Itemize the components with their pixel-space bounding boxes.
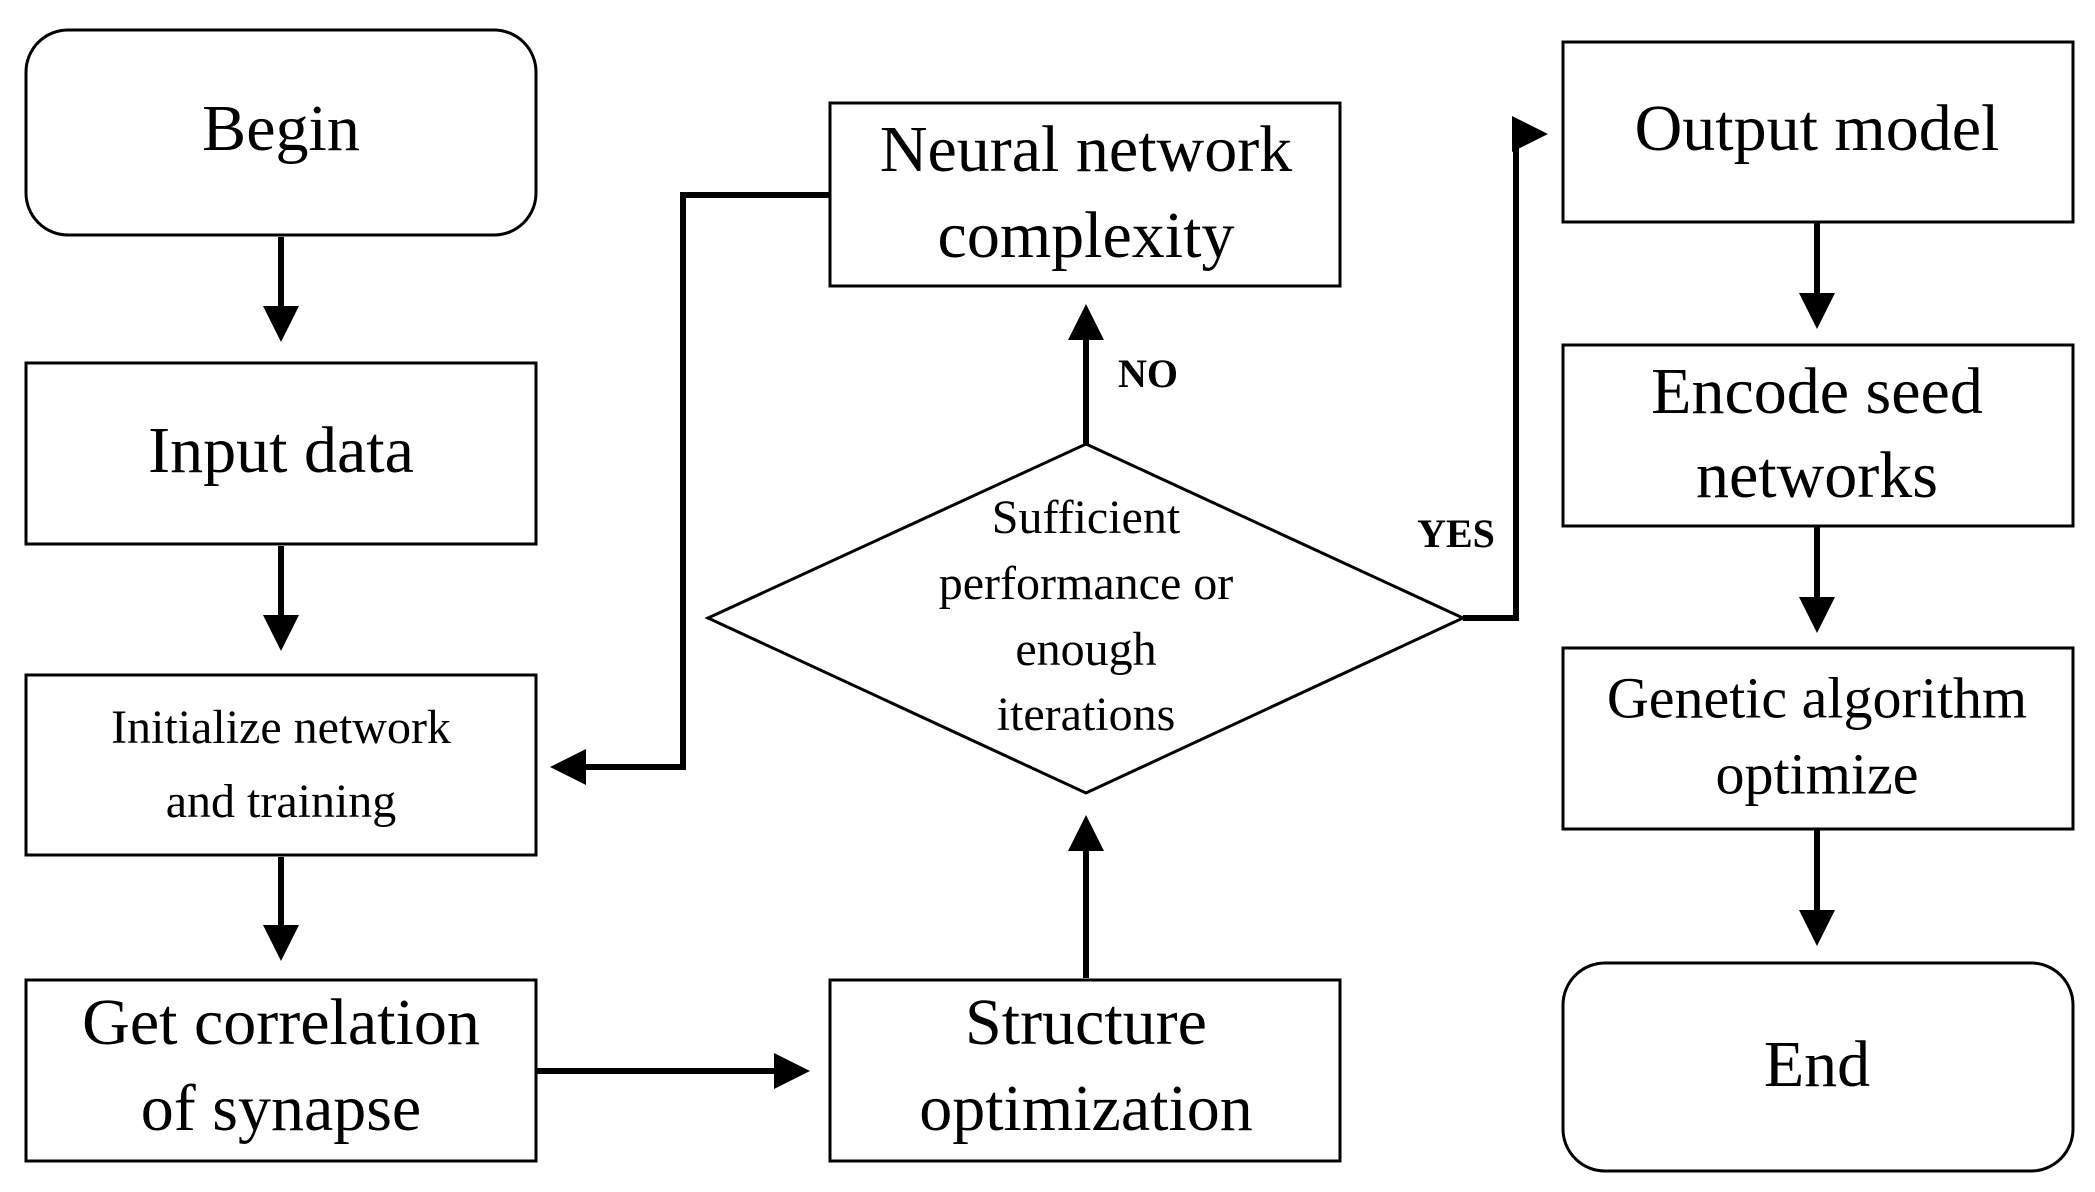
decision-label-line1: Sufficient xyxy=(992,491,1181,544)
decision-label-line4: iterations xyxy=(997,688,1176,741)
encode-seed-label-line1: Encode seed xyxy=(1651,355,1983,428)
genetic-algorithm-label-line2: optimize xyxy=(1716,741,1919,806)
edge-decision-to-output xyxy=(1463,116,1548,621)
structure-optimization-node: Structure optimization xyxy=(828,978,1342,1163)
structure-optimization-label-line1: Structure xyxy=(965,986,1207,1059)
end-node: End xyxy=(1561,961,2075,1173)
initialize-label-line2: and training xyxy=(166,775,397,828)
initialize-label-line1: Initialize network xyxy=(111,701,451,754)
nn-complexity-label-line2: complexity xyxy=(938,199,1235,272)
input-data-node: Input data xyxy=(24,361,538,546)
nn-complexity-node: Neural network complexity xyxy=(828,101,1342,288)
get-correlation-node: Get correlation of synapse xyxy=(24,978,538,1163)
output-model-label: Output model xyxy=(1635,92,2000,165)
get-correlation-label-line2: of synapse xyxy=(141,1072,421,1145)
begin-node: Begin xyxy=(24,28,538,237)
nn-complexity-label-line1: Neural network xyxy=(880,113,1292,186)
output-model-node: Output model xyxy=(1561,40,2075,224)
input-data-label: Input data xyxy=(148,414,414,487)
begin-label: Begin xyxy=(202,92,360,165)
yes-label: YES xyxy=(1417,511,1495,556)
no-label: NO xyxy=(1118,351,1178,396)
encode-seed-label-line2: networks xyxy=(1696,439,1938,512)
get-correlation-label-line1: Get correlation xyxy=(82,986,480,1059)
decision-label-line3: enough xyxy=(1015,623,1156,676)
initialize-node: Initialize network and training xyxy=(24,673,538,857)
edge-complexity-to-initialize xyxy=(550,192,830,785)
encode-seed-node: Encode seed networks xyxy=(1561,343,2075,528)
decision-label-line2: performance or xyxy=(939,557,1234,610)
genetic-algorithm-label-line1: Genetic algorithm xyxy=(1607,665,2027,730)
structure-optimization-label-line2: optimization xyxy=(919,1072,1253,1145)
end-label: End xyxy=(1764,1028,1870,1101)
genetic-algorithm-node: Genetic algorithm optimize xyxy=(1561,646,2075,831)
decision-node: Sufficient performance or enough iterati… xyxy=(704,442,1467,795)
